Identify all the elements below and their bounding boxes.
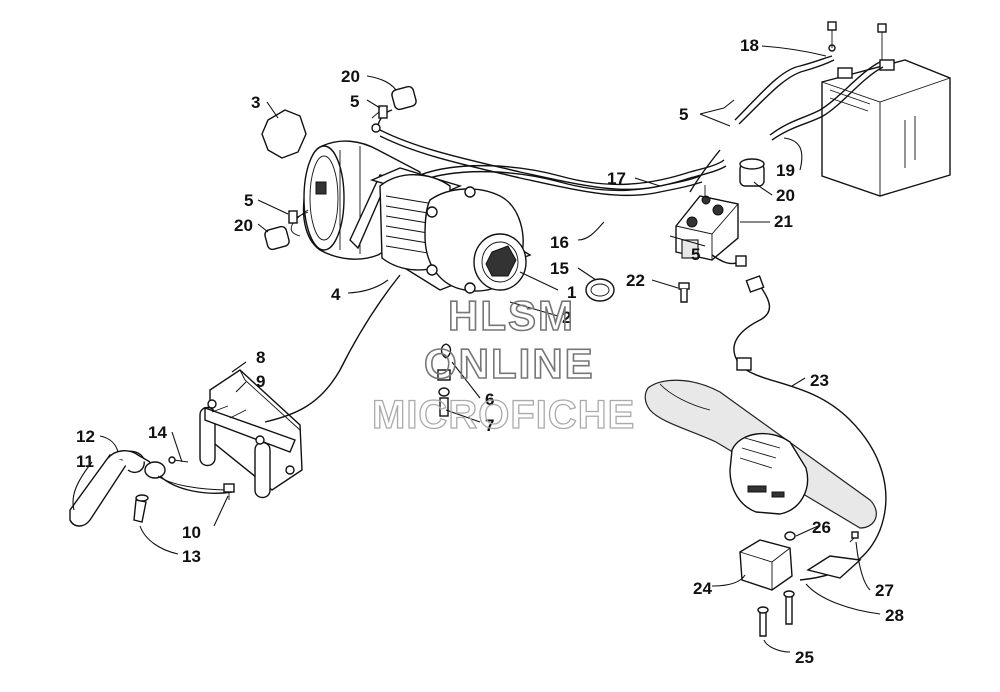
winch-assembly [290, 140, 532, 294]
bracket-hardware [784, 531, 859, 543]
callout-1: 1 [567, 283, 576, 302]
cover-plate [261, 109, 307, 159]
bracket-screws [757, 590, 795, 637]
callout-labels: 1 2 3 4 5 5 5 5 6 7 8 9 10 11 12 13 14 1… [76, 36, 904, 667]
callout-5-motor: 5 [350, 92, 359, 111]
callout-6: 6 [485, 390, 494, 409]
callout-9: 9 [256, 372, 265, 391]
watermark-line-1: HLSM [448, 292, 575, 339]
callout-22: 22 [626, 271, 645, 290]
callout-19: 19 [776, 161, 795, 180]
watermark: HLSM ONLINE MICROFICHE [371, 291, 635, 437]
winch-hook-strap [69, 450, 233, 527]
watermark-line-3: MICROFICHE [372, 393, 635, 437]
callout-20-motor-lower: 20 [234, 216, 253, 235]
switch-housing [729, 432, 809, 515]
callout-10: 10 [182, 523, 201, 542]
hook-pin [133, 456, 189, 523]
callout-26: 26 [812, 518, 831, 537]
callout-2: 2 [562, 308, 571, 327]
watermark-line-2: ONLINE [424, 340, 595, 387]
remote-cable [264, 274, 401, 423]
callout-3: 3 [251, 93, 260, 112]
terminal-cap [739, 158, 765, 187]
cable-clamp [585, 278, 615, 302]
motor-terminal-caps [264, 85, 417, 251]
snap-ring-and-nut [437, 343, 452, 417]
callout-17: 17 [607, 169, 626, 188]
callout-13: 13 [182, 547, 201, 566]
callout-5-cable: 5 [679, 105, 688, 124]
callout-21: 21 [774, 212, 793, 231]
callout-16: 16 [550, 233, 569, 252]
callout-11: 11 [76, 452, 94, 471]
callout-18: 18 [740, 36, 759, 55]
callout-5-motor-lower: 5 [244, 191, 253, 210]
callout-20-motor: 20 [341, 67, 360, 86]
callout-7: 7 [485, 416, 494, 435]
callout-15: 15 [550, 259, 569, 278]
callout-23: 23 [810, 371, 829, 390]
callout-8: 8 [256, 348, 265, 367]
callout-27: 27 [875, 581, 894, 600]
callout-12: 12 [76, 427, 95, 446]
battery-cable-18 [734, 21, 837, 125]
solenoid [675, 149, 747, 267]
callout-4: 4 [331, 285, 341, 304]
callout-25: 25 [795, 648, 814, 667]
callout-5-solenoid: 5 [691, 245, 700, 264]
switch-harness [733, 275, 887, 581]
battery [821, 59, 951, 197]
winch-cable-16-17 [371, 109, 727, 197]
fairlead-bolt [223, 483, 235, 500]
callout-24: 24 [693, 579, 712, 598]
callout-14: 14 [148, 423, 167, 442]
bolt [678, 282, 690, 303]
battery-cable-19 [769, 23, 887, 141]
callout-28: 28 [885, 606, 904, 625]
leader-lines [72, 45, 881, 653]
roller-fairlead [199, 369, 303, 499]
callout-20-solenoid: 20 [776, 186, 795, 205]
mounting-bracket [739, 539, 862, 591]
